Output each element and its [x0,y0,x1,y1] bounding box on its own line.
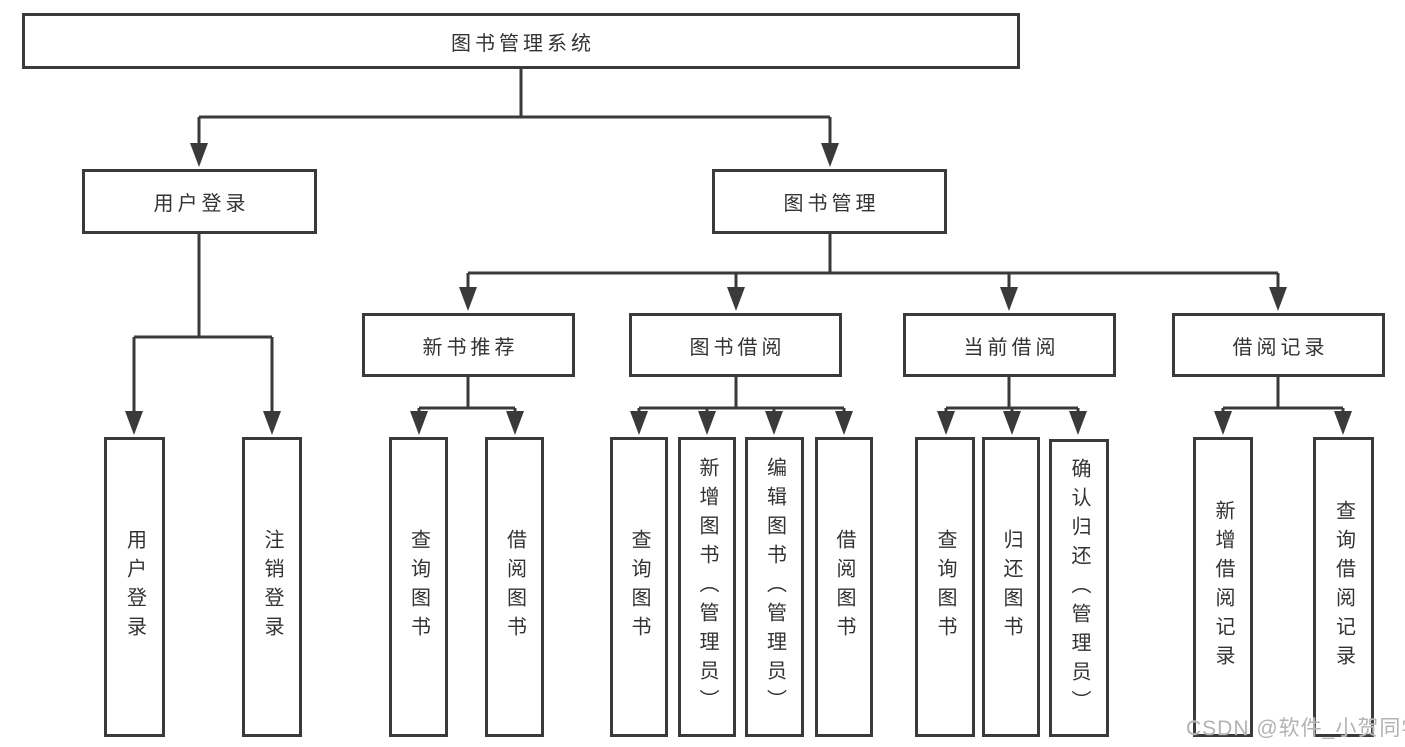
node-label: 确认归还（管理员） [1068,457,1090,719]
leaf-query-borrow-record: 查询借阅记录 [1313,437,1374,737]
node-label: 借阅记录 [1232,336,1329,359]
node-label: 新增图书（管理员） [696,456,718,718]
node-label: 注销登录 [261,529,283,645]
leaf-query-books-borrow: 查询图书 [610,437,668,737]
leaf-add-borrow-record: 新增借阅记录 [1193,437,1253,737]
node-label: 归还图书 [1000,529,1022,645]
node-borrow-records: 借阅记录 [1172,313,1385,377]
node-book-management: 图书管理 [712,169,947,234]
leaf-query-books-current: 查询图书 [915,437,975,737]
node-current-borrow: 当前借阅 [903,313,1116,377]
leaf-logout: 注销登录 [242,437,302,737]
arrowheads [125,143,1352,435]
watermark: CSDN @软件_小贺同学 [1186,717,1405,740]
leaf-add-book-admin: 新增图书（管理员） [678,437,736,737]
node-label: 借阅图书 [833,529,855,645]
node-user-login: 用户登录 [82,169,317,234]
node-label: 新增借阅记录 [1212,500,1234,674]
node-label: 用户登录 [123,529,146,645]
node-book-borrow: 图书借阅 [629,313,842,377]
node-library-system: 图书管理系统 [22,13,1020,69]
node-label: 查询图书 [628,529,650,645]
leaf-user-login: 用户登录 [104,437,165,737]
node-label: 图书管理系统 [451,32,595,55]
node-label: 图书管理 [783,193,880,215]
node-label: 借阅图书 [503,529,526,645]
node-label: 新书推荐 [422,336,519,359]
node-label: 图书借阅 [689,336,786,359]
node-label: 查询图书 [407,529,430,645]
leaf-query-books-recommend: 查询图书 [389,437,448,737]
leaf-borrow-books-recommend: 借阅图书 [485,437,544,737]
leaf-return-books: 归还图书 [982,437,1040,737]
leaf-edit-book-admin: 编辑图书（管理员） [745,437,804,737]
node-label: 当前借阅 [963,336,1060,359]
node-new-book-recommend: 新书推荐 [362,313,575,377]
leaf-borrow-books: 借阅图书 [815,437,873,737]
node-label: 查询借阅记录 [1332,500,1355,674]
leaf-confirm-return-admin: 确认归还（管理员） [1049,439,1109,737]
node-label: 查询图书 [934,529,956,645]
node-label: 用户登录 [153,193,250,215]
node-label: 编辑图书（管理员） [763,456,786,718]
